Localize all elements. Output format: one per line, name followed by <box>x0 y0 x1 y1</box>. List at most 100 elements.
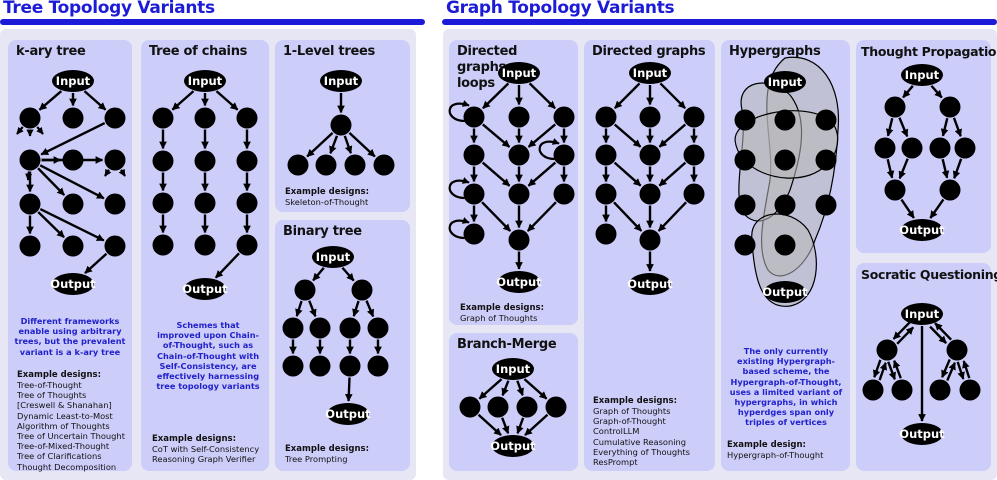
edge-arrow <box>84 252 108 275</box>
edge-arrow <box>482 82 510 110</box>
examples-list: Tree Prompting <box>285 454 348 464</box>
edge-arrow <box>37 167 66 196</box>
hyperedge-shape <box>734 110 839 179</box>
edge-arrow <box>295 300 303 317</box>
input-node-label: Input <box>768 75 803 89</box>
thought-node <box>330 114 352 136</box>
example-item: Tree-of-Mixed-Thought <box>17 441 110 452</box>
panel-title: k-ary tree <box>16 44 86 59</box>
edge-arrow <box>344 377 353 402</box>
examples-heading: Example designs: <box>17 370 102 380</box>
thought-node <box>929 137 951 159</box>
thought-node <box>282 355 304 377</box>
thought-node <box>901 137 923 159</box>
edge-arrow <box>523 378 548 400</box>
edge-arrow <box>306 131 334 158</box>
thought-node <box>194 107 216 129</box>
output-node <box>901 423 943 445</box>
thought-node <box>19 235 41 257</box>
thought-node <box>351 279 373 301</box>
thought-node <box>639 106 661 128</box>
thought-node <box>104 235 126 257</box>
edge-arrow <box>929 198 945 219</box>
edge-arrow <box>896 326 915 345</box>
tree-section-bar <box>0 19 425 25</box>
edge-arrow <box>214 252 240 279</box>
thought-node <box>815 194 837 216</box>
examples-list: Hypergraph-of-Thought <box>727 450 823 460</box>
examples-heading: Example designs: <box>152 434 237 444</box>
thought-node <box>595 183 617 205</box>
thought-node <box>884 96 906 118</box>
input-node <box>901 64 943 86</box>
thought-node <box>734 149 756 171</box>
thought-node <box>339 317 361 339</box>
thought-node <box>874 137 896 159</box>
thought-node <box>734 234 756 256</box>
example-item: Cumulative Reasoning <box>593 436 687 447</box>
edge-arrow <box>962 360 971 379</box>
edge-arrow <box>886 158 895 179</box>
thought-node <box>463 223 485 245</box>
example-item: Tree Prompting <box>285 454 348 464</box>
thought-node <box>508 144 530 166</box>
example-item: Algorithm of Thoughts <box>17 420 110 431</box>
thought-node <box>152 192 174 214</box>
output-node-label: Output <box>496 275 542 289</box>
panel-title: 1-Level trees <box>283 44 375 59</box>
example-item: Skeleton-of-Thought <box>285 197 369 207</box>
thought-node <box>104 149 126 171</box>
thought-node <box>954 137 976 159</box>
thought-node <box>553 106 575 128</box>
self-loop-arrow <box>448 100 470 123</box>
edge-arrow <box>902 85 914 99</box>
thought-node <box>774 109 796 131</box>
thought-node <box>508 183 530 205</box>
input-node-label: Input <box>905 68 940 82</box>
output-node <box>901 219 943 241</box>
edge-arrow <box>215 90 239 111</box>
example-item: Graph-of-Thought <box>593 416 666 427</box>
examples-heading: Example design: <box>727 440 806 450</box>
thought-node <box>309 317 331 339</box>
edge-arrow <box>526 201 557 232</box>
thought-node <box>282 317 304 339</box>
input-node <box>320 70 362 92</box>
input-node-label: Input <box>496 362 531 376</box>
self-loop-arrow <box>448 177 470 200</box>
graph-section-title: Graph Topology Variants <box>446 0 675 18</box>
example-item: Dynamic Least-to-Most <box>17 410 113 421</box>
thought-node <box>152 107 174 129</box>
thought-node <box>463 144 485 166</box>
panel-note: Schemes that improved upon Chain-of-Thou… <box>156 320 260 392</box>
self-loop-arrow <box>538 138 560 161</box>
output-node <box>52 273 94 295</box>
input-node-label: Input <box>56 74 91 88</box>
examples-list: Graph of Thoughts Graph-of-Thought Contr… <box>593 406 690 467</box>
edge-arrow <box>658 123 687 148</box>
edge-arrow <box>941 358 951 379</box>
edge-stub-arrow <box>118 168 126 177</box>
thought-node <box>194 192 216 214</box>
thought-node <box>487 396 509 418</box>
output-node <box>629 273 671 295</box>
edge-arrow <box>352 300 360 317</box>
thought-node <box>236 107 258 129</box>
edge-arrow <box>40 122 106 156</box>
edge-arrow <box>481 201 512 232</box>
input-node <box>312 246 354 268</box>
edge-arrow <box>516 380 524 396</box>
edge-stub-arrow <box>16 126 24 135</box>
input-node <box>52 70 94 92</box>
examples-list: CoT with Self-Consistency Reasoning Grap… <box>152 444 259 464</box>
input-node-label: Input <box>502 66 537 80</box>
input-node-label: Input <box>188 74 223 88</box>
thought-node <box>463 106 485 128</box>
examples-heading: Example designs: <box>285 444 370 454</box>
edge-arrow <box>952 117 962 137</box>
thought-node <box>19 193 41 215</box>
hyperedge-shapes <box>734 56 840 307</box>
thought-node <box>315 154 337 176</box>
output-node-label: Output <box>182 282 228 296</box>
thought-node <box>194 234 216 256</box>
